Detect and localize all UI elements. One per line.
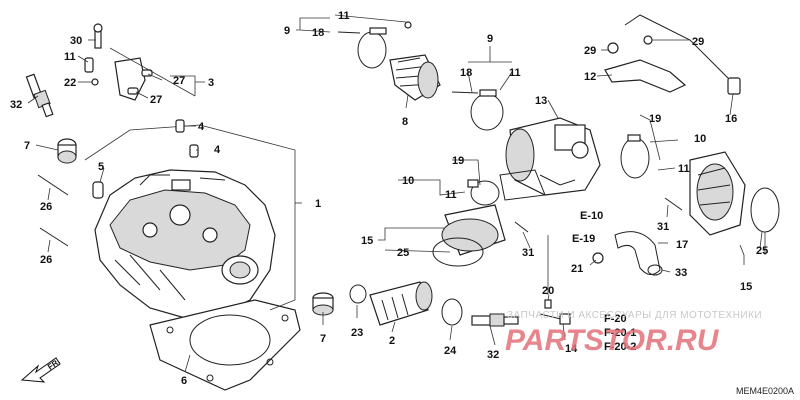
- callout-6: 6: [181, 375, 187, 387]
- ref-e10: E-10: [580, 210, 603, 222]
- callout-31-left: 31: [522, 247, 534, 259]
- screw-20: [544, 299, 552, 309]
- upper-clamp-and-joint: [357, 27, 441, 101]
- callout-8: 8: [402, 116, 408, 128]
- watermark-tagline: ЗАПЧАСТИ И АКСЕССУАРЫ ДЛЯ МОТОТЕХНИКИ: [507, 310, 762, 321]
- callout-15-left: 15: [361, 235, 373, 247]
- callout-9-top: 9: [284, 25, 290, 37]
- callout-11-left: 11: [445, 189, 457, 201]
- plug-cap: [312, 292, 334, 316]
- callout-2: 2: [389, 335, 395, 347]
- callout-25-right: 25: [756, 245, 768, 257]
- ref-f20: F-20: [604, 313, 627, 325]
- ref-e19: E-19: [572, 233, 595, 245]
- clamp-10-right: [620, 134, 650, 179]
- callout-27-b: 27: [150, 94, 162, 106]
- callout-32-right: 32: [487, 349, 499, 361]
- intake-joint-right: [689, 151, 746, 236]
- callout-7-left: 7: [24, 140, 30, 152]
- insulator-2: [369, 281, 433, 326]
- callout-26-a: 26: [40, 201, 52, 213]
- o-ring-25-right: [750, 187, 780, 233]
- tube-seal-left: [57, 138, 77, 164]
- rocker-assembly: [84, 23, 153, 101]
- callout-19-right: 19: [649, 113, 661, 125]
- dowel-pin: [92, 181, 104, 199]
- callout-16: 16: [725, 113, 737, 125]
- callout-17: 17: [676, 239, 688, 251]
- ref-f20-2: F-20-2: [604, 341, 636, 353]
- callout-24: 24: [444, 345, 457, 357]
- callout-3: 3: [208, 77, 214, 89]
- callout-1: 1: [315, 198, 321, 210]
- callout-9-mid: 9: [487, 33, 493, 45]
- leader-lines: [27, 14, 766, 373]
- callout-11-mid: 11: [509, 67, 521, 79]
- callout-14: 14: [565, 343, 578, 355]
- callout-22: 22: [64, 77, 76, 89]
- callout-4-b: 4: [214, 144, 221, 156]
- callout-33: 33: [675, 267, 687, 279]
- watermark-brand: PARTSTOR.RU: [505, 324, 720, 357]
- clamp-9-mid: [451, 89, 504, 131]
- callout-19-left: 19: [452, 155, 464, 167]
- callout-18-top: 18: [312, 27, 324, 39]
- cable-16-end: [727, 77, 741, 95]
- cable-16: [624, 14, 731, 81]
- front-direction-arrow: FR.: [20, 357, 62, 383]
- bolt-14-head: [559, 313, 571, 325]
- callout-29-left: 29: [584, 45, 596, 57]
- callout-30: 30: [70, 35, 82, 47]
- callout-10-left: 10: [402, 175, 414, 187]
- cylinder-head: [94, 169, 276, 319]
- callout-15-right: 15: [740, 281, 752, 293]
- callout-11-rocker: 11: [64, 51, 76, 63]
- callout-7-bottom: 7: [320, 333, 326, 345]
- spark-plug-left: [25, 73, 54, 118]
- o-ring-25-left: [432, 237, 484, 267]
- ref-f20-1: F-20-1: [604, 327, 636, 339]
- callout-23: 23: [351, 327, 363, 339]
- throttle-body: [499, 117, 601, 201]
- diagram-code: MEM4E0200A: [736, 386, 794, 396]
- callout-11-top: 11: [338, 10, 350, 22]
- callout-5: 5: [98, 161, 104, 173]
- callout-27-a: 27: [173, 75, 185, 87]
- intake-joint-15: [441, 204, 506, 256]
- valve-guide-a: [175, 119, 185, 133]
- o-ring-23: [349, 284, 367, 304]
- bolt-31-left: [514, 221, 529, 233]
- valve-guide-b: [189, 144, 199, 158]
- callout-26-b: 26: [40, 254, 52, 266]
- clamp-10-lower: [467, 179, 500, 206]
- screw-18: [337, 31, 361, 34]
- callout-labels: 30 11 22 27 27 3 32 7 26 26 5 4 4 1 6 7 …: [10, 10, 768, 387]
- callout-20: 20: [542, 285, 554, 297]
- callout-13: 13: [535, 95, 547, 107]
- callout-12: 12: [584, 71, 596, 83]
- spark-plug-right: [471, 313, 519, 327]
- hose-17: [614, 231, 661, 275]
- nut-11-top: [404, 21, 412, 29]
- bracket-12: [604, 35, 687, 93]
- callout-32-left: 32: [10, 99, 22, 111]
- callout-11-right: 11: [678, 163, 690, 175]
- head-outline-bracket: [84, 124, 296, 311]
- callout-10-right: 10: [694, 133, 706, 145]
- callout-25-left: 25: [397, 247, 409, 259]
- stud-bolts: [37, 174, 69, 247]
- reference-labels: E-10 E-19 F-20 F-20-1 F-20-2: [572, 210, 636, 353]
- callout-18-mid: 18: [460, 67, 472, 79]
- callout-21: 21: [571, 263, 583, 275]
- callout-31-right: 31: [657, 221, 669, 233]
- head-gasket: [149, 299, 301, 391]
- callout-4-a: 4: [198, 121, 205, 133]
- bolt-31-right: [664, 197, 683, 211]
- callout-29-right: 29: [692, 36, 704, 48]
- o-ring-24: [441, 298, 463, 326]
